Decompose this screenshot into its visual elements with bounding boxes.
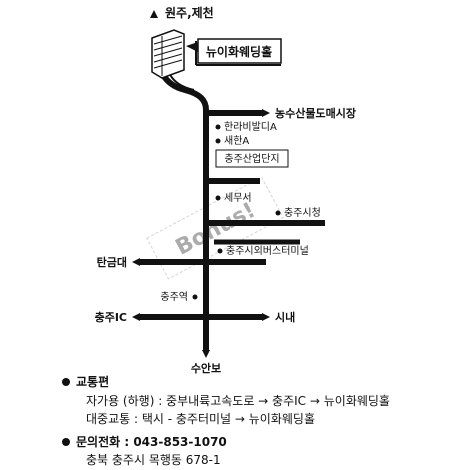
saehan-label: 새한A	[224, 135, 249, 147]
downtown-label: 시내	[275, 310, 295, 324]
south-label: 수안보	[191, 361, 221, 375]
tax-office-marker	[215, 195, 221, 201]
market-label: 농수산물도매시장	[275, 106, 356, 120]
ic-label: 충주IC	[95, 310, 127, 324]
north-label: 원주,제천	[165, 5, 214, 20]
industrial-box	[215, 149, 289, 168]
station-marker	[192, 294, 198, 300]
saehan-marker	[215, 138, 221, 144]
tax-office-label: 세무서	[224, 192, 252, 204]
bullet-icon	[62, 437, 70, 446]
contact-heading: 문의전화 : 043-853-1070	[62, 434, 227, 450]
car-route: 자가용 (하행) : 중부내륙고속도로 → 충주IC → 뉴이화웨딩홀	[86, 394, 390, 408]
traffic-heading: 교통편	[62, 374, 109, 390]
halla-label: 한라비발디A	[224, 121, 277, 133]
downtown-arrow-icon	[262, 313, 270, 321]
south-arrow-icon	[202, 350, 210, 358]
halla-marker	[215, 124, 221, 130]
ic-arrow-icon	[132, 313, 140, 321]
tangeumdae-arrow-icon	[132, 258, 140, 266]
station-label: 충주역	[160, 291, 188, 303]
north-direction: 원주,제천	[150, 5, 214, 20]
industrial-label: 충주산업단지	[224, 152, 279, 165]
bus-terminal-label: 충주시외버스터미널	[226, 245, 309, 257]
bullet-icon	[62, 377, 70, 386]
venue-callout: 뉴이화웨딩홀	[186, 38, 282, 66]
city-hall-label: 충주시청	[284, 207, 321, 219]
building-icon	[151, 29, 185, 79]
city-hall-marker	[275, 210, 281, 216]
address: 충북 충주시 목행동 678-1	[86, 453, 221, 467]
bus-terminal-marker	[217, 248, 223, 254]
venue-label: 뉴이화웨딩홀	[206, 44, 272, 59]
tangeumdae-label: 탄금대	[97, 255, 127, 269]
public-route: 대중교통 : 택시 - 충주터미널 → 뉴이화웨딩홀	[86, 412, 315, 426]
market-arrow-icon	[262, 109, 270, 117]
